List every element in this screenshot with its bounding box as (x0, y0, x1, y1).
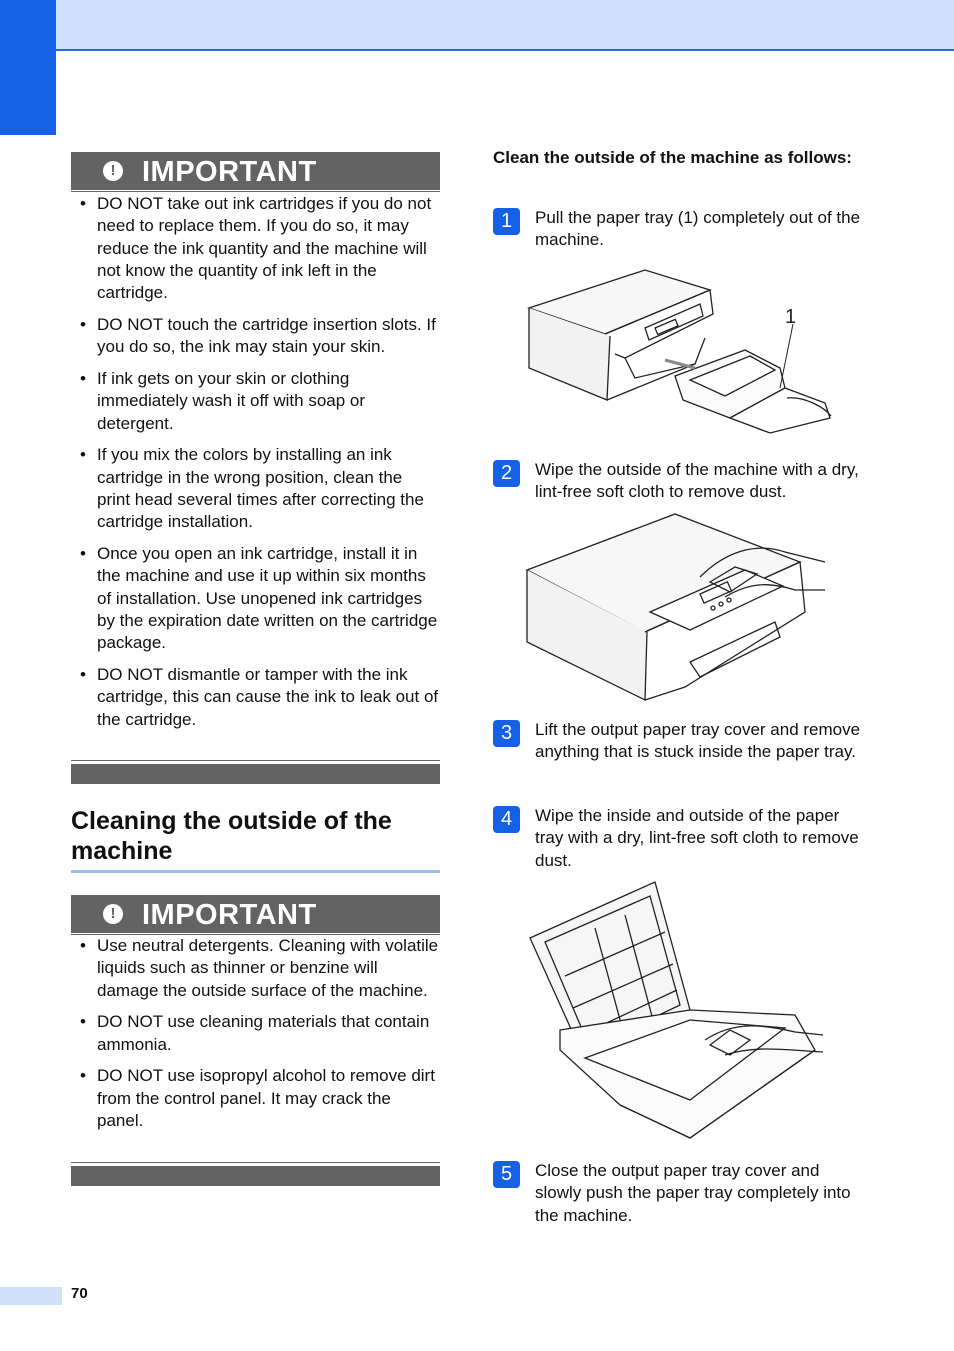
exclamation-icon: ! (103, 904, 123, 924)
footer-band (0, 1287, 62, 1305)
important-end-bar-1 (71, 760, 440, 784)
list-item: DO NOT dismantle or tamper with the ink … (71, 664, 440, 731)
important-label: IMPORTANT (142, 899, 317, 931)
important-list-1: DO NOT take out ink cartridges if you do… (71, 193, 440, 741)
printer-paper-tray-illustration: 1 (526, 269, 832, 434)
important-end-bar-2 (71, 1162, 440, 1186)
printer-wipe-illustration (525, 513, 826, 702)
important-banner-1: ! IMPORTANT (71, 152, 440, 192)
section-title: Cleaning the outside of the machine (71, 807, 392, 865)
step-number: 1 (493, 208, 520, 235)
exclamation-icon: ! (103, 161, 123, 181)
step-number: 3 (493, 720, 520, 747)
step-text: Lift the output paper tray cover and rem… (535, 720, 861, 762)
list-item: DO NOT use cleaning materials that conta… (71, 1011, 440, 1056)
important-list-2: Use neutral detergents. Cleaning with vo… (71, 935, 440, 1142)
step-number: 2 (493, 460, 520, 487)
list-item: If ink gets on your skin or clothing imm… (71, 368, 440, 435)
list-item: DO NOT use isopropyl alcohol to remove d… (71, 1065, 440, 1132)
step-text: Pull the paper tray (1) completely out o… (535, 208, 861, 250)
chapter-tab (0, 0, 56, 135)
list-item: Use neutral detergents. Cleaning with vo… (71, 935, 440, 1002)
steps-heading: Clean the outside of the machine as foll… (493, 148, 852, 167)
list-item: Once you open an ink cartridge, install … (71, 543, 440, 654)
step-text: Close the output paper tray cover and sl… (535, 1161, 851, 1225)
figure-callout: 1 (785, 306, 796, 328)
list-item: If you mix the colors by installing an i… (71, 444, 440, 533)
important-banner-2: ! IMPORTANT (71, 895, 440, 935)
paper-tray-open-cover-illustration (529, 881, 824, 1139)
header-band (0, 0, 954, 51)
section-rule (71, 870, 440, 873)
list-item: DO NOT take out ink cartridges if you do… (71, 193, 440, 304)
step-text: Wipe the inside and outside of the paper… (535, 806, 859, 870)
step-number: 4 (493, 806, 520, 833)
step-text: Wipe the outside of the machine with a d… (535, 460, 859, 502)
step-number: 5 (493, 1161, 520, 1188)
list-item: DO NOT touch the cartridge insertion slo… (71, 314, 440, 359)
page-number: 70 (71, 1285, 88, 1302)
important-label: IMPORTANT (142, 156, 317, 188)
